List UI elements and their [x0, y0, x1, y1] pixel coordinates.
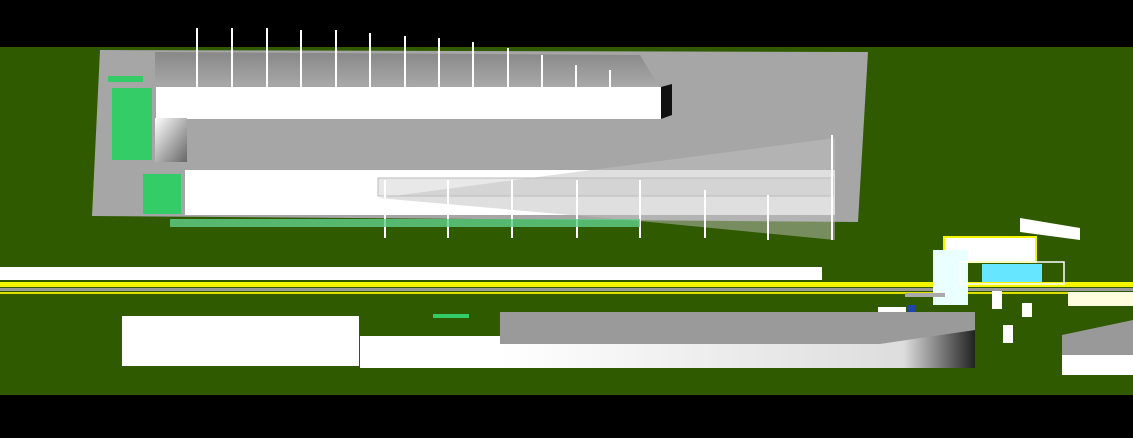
south-building-2: [360, 336, 500, 368]
long-building: [156, 87, 661, 119]
south-building-1: [122, 316, 359, 366]
ramp: [378, 138, 835, 240]
roof-shadow: [155, 52, 660, 88]
long-building-end: [661, 84, 672, 119]
light-poles: [196, 28, 833, 240]
equipment-stacks: [108, 76, 640, 227]
road: [0, 267, 1133, 294]
loading-area: [155, 118, 187, 162]
terminal-complex: [878, 218, 1133, 343]
south-warehouse-front: [500, 330, 975, 368]
small-vehicle: [433, 314, 469, 318]
